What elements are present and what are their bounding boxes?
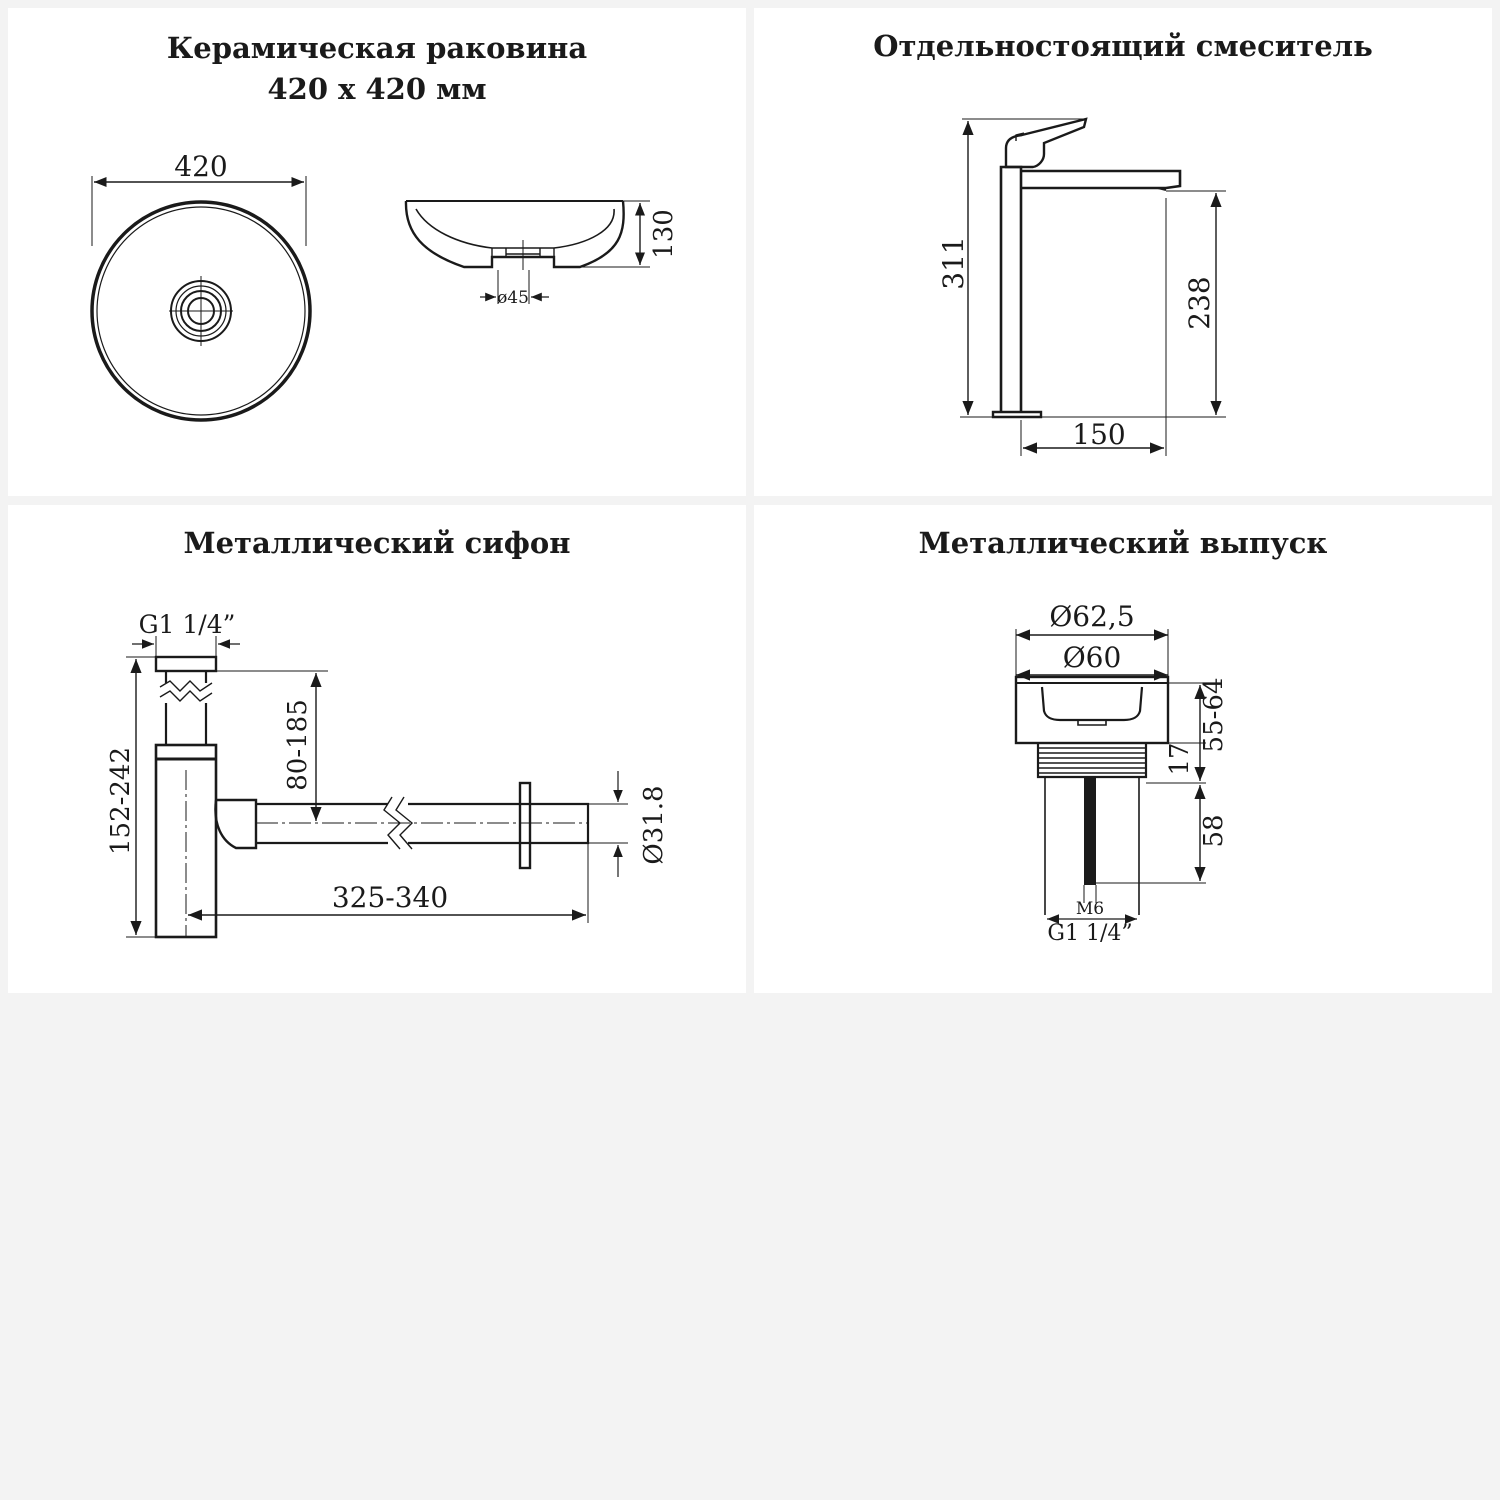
siphon-length-label: 325-340 [332,881,448,914]
drain-stem-label: 58 [1199,814,1229,847]
panel-ceramic-sink: Керамическая раковина 420 x 420 мм 420 [8,8,746,496]
mixer-spout-tip [1157,187,1167,191]
siphon-wall-flange [518,781,532,870]
siphon-upper-break-1 [159,680,213,692]
drain-drawing: Ø62,5 Ø60 M6 G1 1/4” [1014,600,1229,946]
siphon-offset-label: 80-185 [283,699,313,791]
drain-inner-diameter-label: Ø60 [1063,641,1122,674]
siphon-upper-break-2 [159,690,213,702]
drain-outer-diameter-label: Ø62,5 [1049,600,1134,633]
panel-metal-siphon: Металлический сифон G1 1/4” [8,505,746,993]
sink-height-label: 130 [649,209,679,259]
panel-metal-drain: Металлический выпуск Ø62,5 Ø60 [754,505,1492,993]
drain-plug-cup [1040,686,1144,722]
sink-title: Керамическая раковина 420 x 420 мм [8,28,746,110]
drain-collar-label: 17 [1165,742,1195,775]
siphon-pipe-break-2 [395,796,414,850]
sink-side-view-inner-shell [415,208,615,249]
drain-stem-tube [1044,777,1140,915]
siphon-top-nut [154,655,218,673]
mixer-reach-label: 150 [1072,418,1125,451]
sink-width-label: 420 [174,150,227,183]
sink-side-view-drain [491,248,555,257]
siphon-elbow [214,798,258,850]
mixer-spout [1021,169,1182,190]
drain-thread-lines [1038,747,1146,774]
mixer-drawing: 311 238 150 [937,117,1226,456]
mixer-handle-cap [1015,132,1025,141]
mixer-column [999,165,1023,412]
sink-title-line-2: 420 x 420 мм [267,72,487,106]
drain-thread-label: G1 1/4” [1047,921,1132,946]
siphon-title: Металлический сифон [183,526,571,560]
mixer-base [991,410,1043,419]
siphon-pipe-label: Ø31.8 [639,785,669,864]
drain-bolt-label: M6 [1076,899,1104,919]
sink-top-view-inner-rim [96,206,306,416]
drain-flange [1014,675,1170,745]
sink-drawing: 420 130 ø45 [90,150,679,422]
mixer-handle [1004,117,1088,169]
siphon-thread-label: G1 1/4” [139,610,236,639]
drain-bolt [1084,777,1096,885]
sink-title-line-1: Керамическая раковина [166,31,588,65]
siphon-upper-pipe-bottom [164,703,208,745]
siphon-upper-pipe-top [164,671,208,683]
siphon-pipe-left [256,802,388,845]
sink-side-view-outer-shell [404,200,625,269]
mixer-height-label: 311 [937,236,970,289]
siphon-drawing: G1 1/4” 152-242 80-185 [106,610,669,939]
sink-drain-label: ø45 [497,288,529,308]
siphon-height-label: 152-242 [106,747,136,855]
mixer-title: Отдельностоящий смеситель [873,29,1373,63]
drain-title: Металлический выпуск [918,526,1328,560]
drain-height-label: 55-64 [1199,678,1229,753]
sink-top-view-outer-rim [90,200,312,422]
mixer-spout-height-label: 238 [1183,276,1216,329]
panel-freestanding-mixer: Отдельностоящий смеситель 311 238 150 [754,8,1492,496]
drain-plug-stem [1077,720,1107,726]
